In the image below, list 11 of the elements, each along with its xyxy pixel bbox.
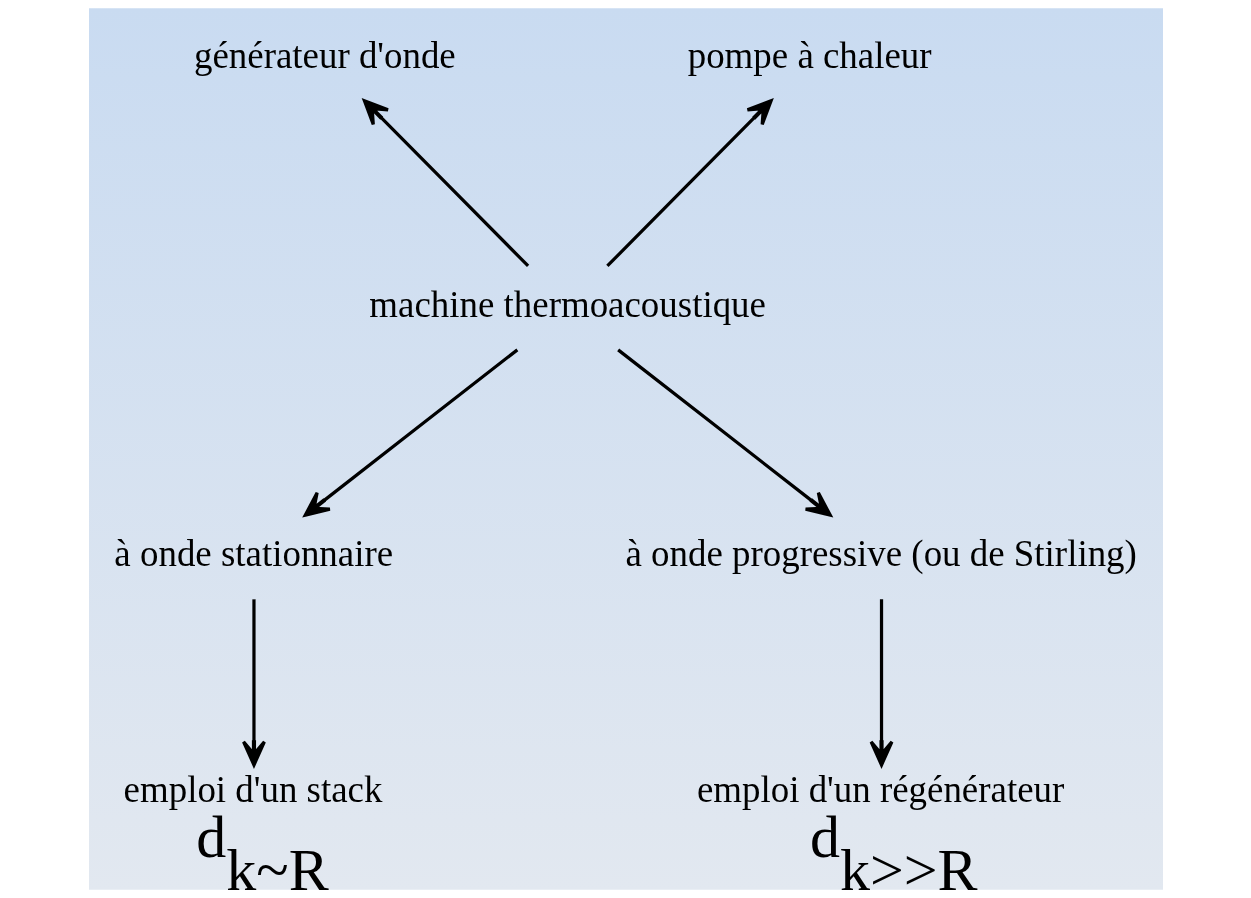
node-text: pompe à chaleur — [687, 34, 932, 76]
arrow — [303, 348, 518, 517]
arrow — [869, 599, 893, 767]
node-text: machine thermoacoustique — [368, 284, 766, 326]
arrow — [362, 99, 529, 268]
arrow — [605, 99, 773, 268]
arrow — [616, 348, 832, 517]
node-text: générateur d'onde — [193, 34, 456, 76]
node-text: à onde stationnaire — [113, 533, 393, 575]
node-text: à onde progressive (ou de Stirling) — [624, 533, 1137, 575]
arrow — [241, 599, 266, 767]
